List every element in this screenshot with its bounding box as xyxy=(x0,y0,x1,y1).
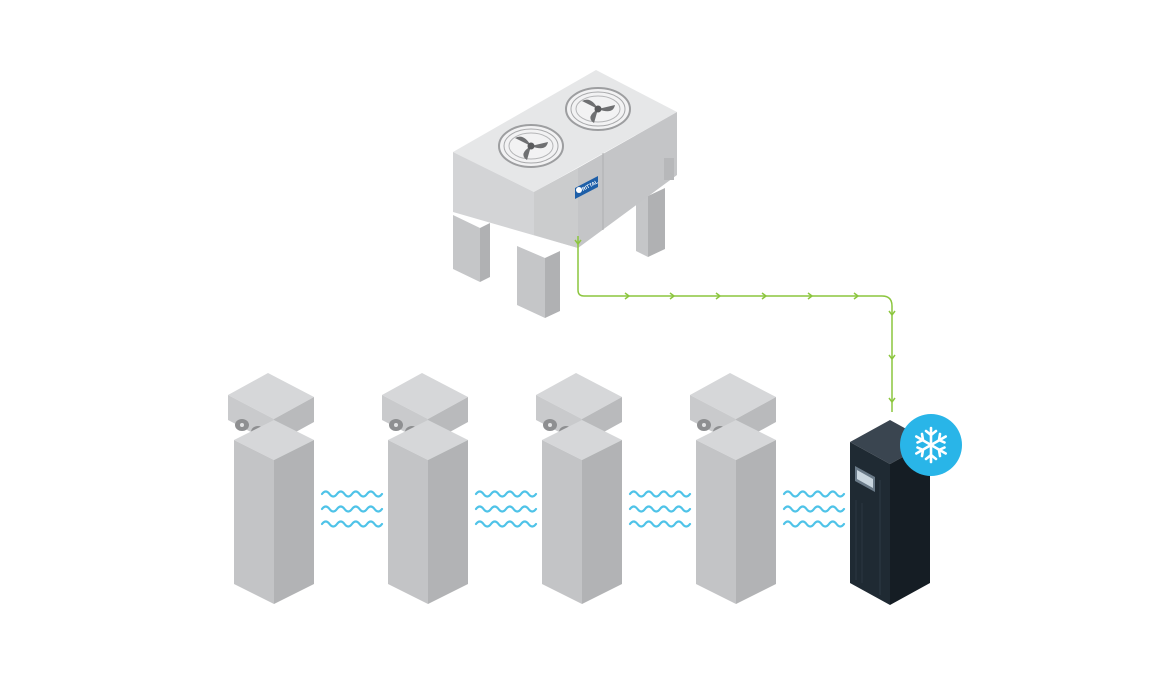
brand-plate xyxy=(575,176,598,199)
cooler-side xyxy=(890,442,930,605)
refrigerant-pipe-icon xyxy=(574,236,896,412)
server-rack-icon xyxy=(690,373,776,604)
airflow-wave-line xyxy=(628,505,692,513)
airflow-wave-line xyxy=(628,490,692,498)
condenser-leg xyxy=(517,246,545,318)
server-rack-icon xyxy=(228,373,314,604)
airflow-wave-line xyxy=(320,505,384,513)
airflow-wave-line xyxy=(320,490,384,498)
airflow-wave-line xyxy=(782,490,846,498)
airflow-wave-line xyxy=(474,490,538,498)
server-rack-icon xyxy=(382,373,468,604)
airflow-wave-line xyxy=(782,520,846,528)
fan-icon xyxy=(565,87,631,131)
outdoor-condenser-icon: RITTAL xyxy=(453,70,677,318)
airflow-waves-icon xyxy=(628,490,692,528)
server-rack-row xyxy=(228,373,776,604)
airflow-wave-line xyxy=(320,520,384,528)
condenser-leg xyxy=(636,190,648,257)
server-rack-icon xyxy=(536,373,622,604)
airflow-waves-icon xyxy=(320,490,384,528)
airflow-waves-icon xyxy=(782,490,846,528)
airflow-wave-line xyxy=(474,505,538,513)
precision-cooling-unit-icon xyxy=(850,420,930,605)
fan-icon xyxy=(498,124,564,168)
snowflake-icon xyxy=(900,414,962,476)
airflow-wave-line xyxy=(782,505,846,513)
airflow-waves-icon xyxy=(474,490,538,528)
airflow-wave-line xyxy=(474,520,538,528)
airflow-waves-row xyxy=(320,490,846,528)
condenser-leg xyxy=(453,215,480,282)
airflow-wave-line xyxy=(628,520,692,528)
